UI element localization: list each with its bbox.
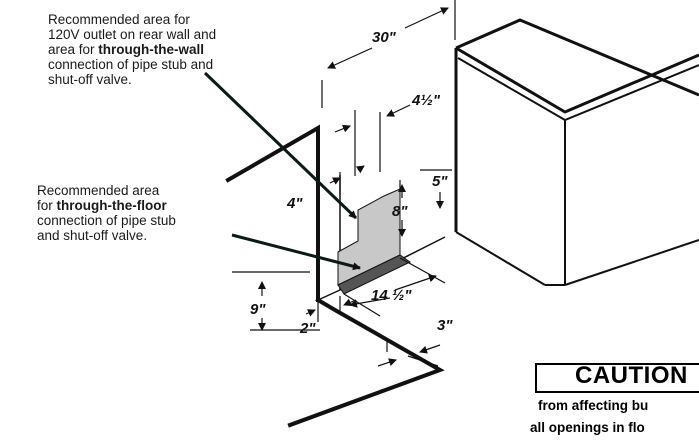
dim-14-5-label: 14 ½" bbox=[371, 287, 412, 304]
wall-callout-line-2: 120V outlet on rear wall and bbox=[48, 27, 217, 42]
dim-30-label: 30" bbox=[372, 29, 397, 46]
caution-text-line-1: from affecting bu bbox=[538, 398, 649, 413]
dim-8-label: 8" bbox=[392, 203, 408, 220]
dim-4-lines bbox=[329, 165, 365, 195]
adjacent-cabinet bbox=[454, 18, 699, 286]
wall-callout-line-3-prefix: area for bbox=[48, 42, 99, 57]
dim-9-label: 9" bbox=[250, 301, 266, 318]
floor-callout-emphasis: through-the-floor bbox=[56, 198, 167, 213]
cabinet-floor-outline bbox=[287, 297, 445, 428]
dim-3-label: 3" bbox=[437, 317, 453, 334]
cabinet-wall bbox=[225, 124, 320, 302]
floor-callout-line-1: Recommended area bbox=[37, 183, 160, 198]
caution-text-line-2: all openings in flo bbox=[530, 420, 645, 435]
dim-14-5-lines bbox=[343, 257, 446, 317]
wall-callout-emphasis: through-the-wall bbox=[98, 42, 205, 57]
floor-callout-line-4: and shut-off valve. bbox=[37, 228, 148, 243]
dim-4-label: 4" bbox=[286, 195, 303, 212]
caution-label: CAUTION bbox=[575, 362, 688, 389]
through-the-wall-callout: Recommended area for 120V outlet on rear… bbox=[48, 12, 288, 87]
wall-callout-line-4: connection of pipe stub and bbox=[48, 57, 214, 72]
floor-callout-line-3: connection of pipe stub bbox=[37, 213, 176, 228]
dim-4-5-lines bbox=[334, 104, 411, 176]
dim-30-lines bbox=[321, 0, 456, 108]
callout-leaders bbox=[203, 71, 361, 271]
floor-callout-line-2: for through-the-floor bbox=[37, 198, 257, 213]
dim-4-5-label: 4½" bbox=[411, 92, 441, 109]
dim-2-label: 2" bbox=[299, 320, 316, 337]
floor-area-shading bbox=[337, 254, 411, 295]
floor-callout-line-2-prefix: for bbox=[37, 198, 57, 213]
caution-header-box bbox=[535, 363, 699, 393]
wall-callout-line-3: area for through-the-wall bbox=[48, 42, 288, 57]
dim-3-lines bbox=[377, 338, 441, 367]
wall-callout-line-5: shut-off valve. bbox=[48, 72, 132, 87]
wall-callout-line-1: Recommended area for bbox=[48, 12, 190, 27]
through-the-floor-callout: Recommended area for through-the-floor c… bbox=[37, 183, 257, 243]
dim-5-label: 5" bbox=[432, 173, 448, 190]
dim-9-lines bbox=[232, 271, 320, 331]
